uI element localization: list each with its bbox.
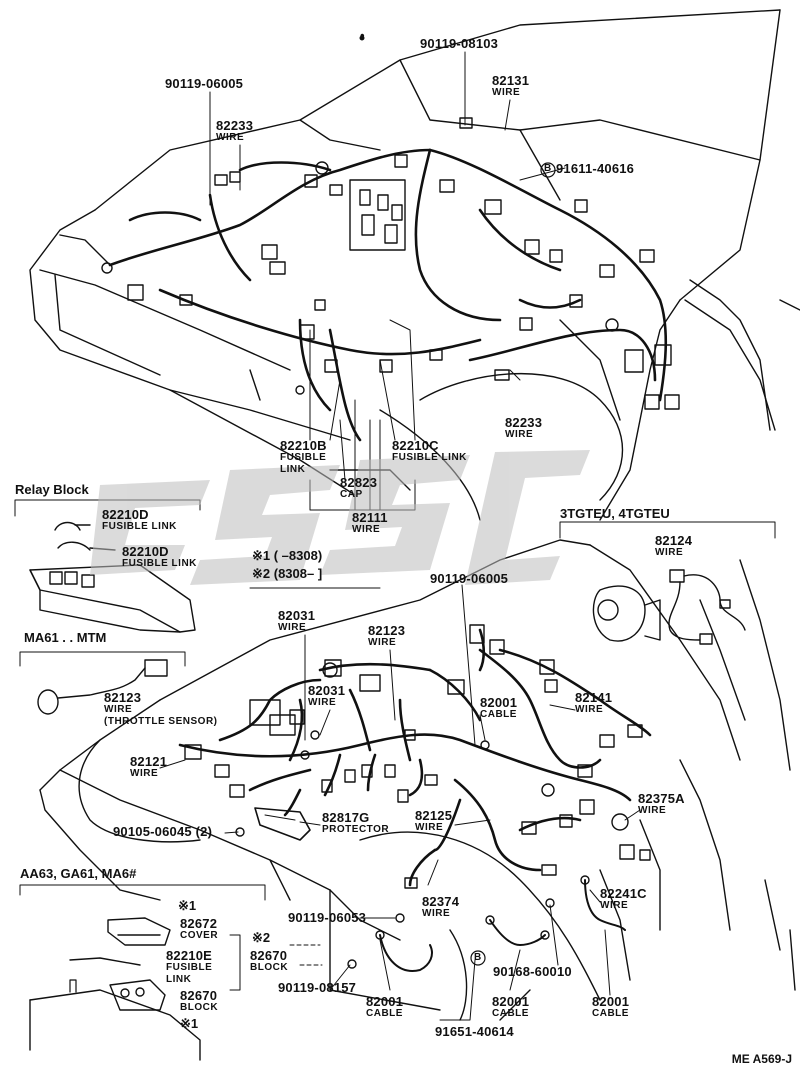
protector-82817g (254, 807, 311, 841)
mark-1-bottom: ※1 (180, 1016, 199, 1031)
upper-leaders (209, 51, 566, 511)
mark-1-top: ※1 (178, 898, 197, 913)
b-circle-mark-upper: B (544, 163, 552, 174)
label-90105-06045: 90105-06045 (2) (113, 824, 213, 839)
lower-body-outline (39, 539, 796, 1021)
engine-inset (559, 521, 776, 645)
b-circle-mark-lower: B (474, 952, 482, 963)
header-ma61-mtm: MA61 . . MTM (24, 630, 107, 645)
lower-cables (379, 879, 626, 972)
page-reference-code: ME A569-J (731, 1052, 792, 1066)
label-91611-40616: 91611-40616 (556, 161, 635, 176)
lower-harness (178, 628, 652, 887)
fusible-block-inset (19, 884, 323, 1061)
label-90119-08103: 90119-08103 (420, 36, 499, 51)
lower-leaders (159, 584, 641, 1021)
legend-note-1: ※1 ( –8308) (252, 548, 323, 563)
label-90119-08157: 90119-08157 (278, 980, 357, 995)
lower-connectors (184, 624, 651, 969)
upper-connectors (101, 117, 680, 410)
legend-note-2: ※2 (8308– ] (252, 566, 323, 581)
dot-mark: • (360, 28, 365, 43)
label-90168-60010: 90168-60010 (493, 964, 572, 979)
label-90119-06053: 90119-06053 (288, 910, 367, 925)
header-aa63-group: AA63, GA61, MA6# (20, 866, 137, 881)
header-3tgteu: 3TGTEU, 4TGTEU (560, 506, 670, 521)
throttle-sensor-inset (19, 651, 186, 715)
watermark-logo (90, 450, 590, 585)
header-relay-block: Relay Block (15, 482, 89, 497)
label-91651-40614: 91651-40614 (435, 1024, 514, 1039)
label-90119-06005-lower: 90119-06005 (430, 571, 509, 586)
mark-2: ※2 (252, 930, 271, 945)
label-90119-06005-upper: 90119-06005 (165, 76, 244, 91)
